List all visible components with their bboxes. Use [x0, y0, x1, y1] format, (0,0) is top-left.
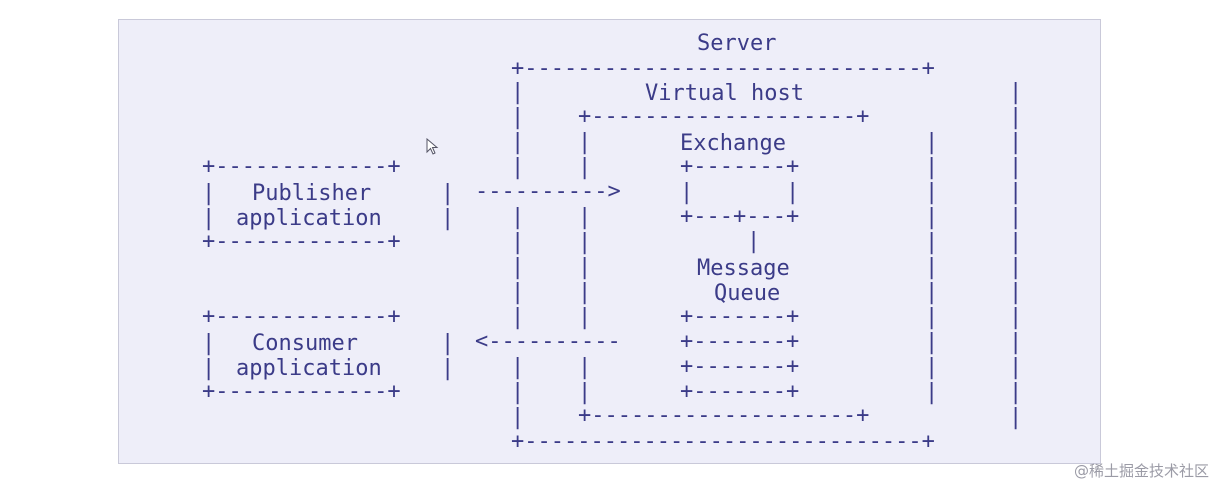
svg-text:|: |: [441, 356, 454, 381]
box-edge: |: [925, 230, 938, 255]
publisher-application-label: application: [236, 206, 382, 231]
publisher-label: Publisher: [252, 181, 371, 206]
virtual-host-label: Virtual host: [645, 81, 804, 106]
box-edge: |: [578, 255, 591, 280]
svg-text:+--------------------+: +--------------------+: [578, 403, 869, 428]
box-edge: |: [1009, 380, 1022, 405]
box-edge: |: [511, 80, 524, 105]
virtual-host-box-right-edge: |||||||||||: [925, 130, 938, 405]
svg-text:|: |: [202, 356, 215, 381]
box-edge: |: [1009, 405, 1022, 430]
box-edge: |: [578, 130, 591, 155]
svg-text:|: |: [441, 181, 454, 206]
svg-text:+-------------+: +-------------+: [202, 154, 401, 179]
box-edge: |: [511, 405, 524, 430]
mouse-cursor-icon: [426, 138, 439, 155]
svg-text:+-----------------------------: +------------------------------+: [511, 429, 935, 454]
svg-text:+-------+: +-------+: [680, 304, 799, 329]
box-edge: |: [1009, 230, 1022, 255]
svg-text:+--------------------+: +--------------------+: [578, 104, 869, 129]
exchange-box: +-------+ | | +---+---+ |: [680, 154, 799, 254]
box-edge: |: [578, 155, 591, 180]
svg-text:|: |: [202, 181, 215, 206]
svg-text:+-------+: +-------+: [680, 329, 799, 354]
box-edge: |: [925, 205, 938, 230]
box-edge: |: [578, 380, 591, 405]
box-edge: |: [925, 255, 938, 280]
consumer-label: Consumer: [252, 331, 358, 356]
svg-text:+-----------------------------: +------------------------------+: [511, 56, 935, 81]
svg-text:+-------+: +-------+: [680, 379, 799, 404]
box-edge: |: [1009, 205, 1022, 230]
svg-text:|: |: [747, 229, 760, 254]
svg-text:|: |: [202, 331, 215, 356]
box-edge: |: [1009, 305, 1022, 330]
box-edge: |: [1009, 280, 1022, 305]
box-edge: |: [1009, 155, 1022, 180]
publish-arrow: ---------->: [475, 179, 621, 204]
box-edge: |: [511, 380, 524, 405]
watermark: @稀土掘金技术社区: [1073, 462, 1209, 480]
svg-text:+-------+: +-------+: [680, 354, 799, 379]
svg-text:+-------------+: +-------------+: [202, 304, 401, 329]
message-label: Message: [697, 256, 790, 281]
server-box-left-edge: ||||||||||||: [511, 80, 524, 430]
svg-text:|: |: [441, 331, 454, 356]
box-edge: |: [578, 230, 591, 255]
diagram-panel: [118, 19, 1101, 464]
svg-text:|: |: [202, 206, 215, 231]
server-box: +------------------------------+ +------…: [511, 56, 935, 454]
box-edge: |: [511, 130, 524, 155]
box-edge: |: [1009, 80, 1022, 105]
svg-text:| |: | |: [680, 180, 799, 205]
svg-text:+---+---+: +---+---+: [680, 204, 799, 229]
box-edge: |: [511, 305, 524, 330]
box-edge: |: [511, 355, 524, 380]
box-edge: |: [925, 380, 938, 405]
svg-text:+-------+: +-------+: [680, 154, 799, 179]
server-label: Server: [697, 31, 776, 56]
box-edge: |: [511, 205, 524, 230]
svg-text:+-------------+: +-------------+: [202, 229, 401, 254]
box-edge: |: [578, 280, 591, 305]
message-queue-stack: +-------+ +-------+ +-------+ +-------+: [680, 304, 799, 404]
box-edge: |: [925, 280, 938, 305]
box-edge: |: [511, 280, 524, 305]
box-edge: |: [925, 155, 938, 180]
box-edge: |: [511, 155, 524, 180]
box-edge: |: [925, 180, 938, 205]
box-edge: |: [1009, 130, 1022, 155]
box-edge: |: [578, 305, 591, 330]
box-edge: |: [578, 355, 591, 380]
box-edge: |: [511, 230, 524, 255]
box-edge: |: [511, 105, 524, 130]
box-edge: |: [925, 330, 938, 355]
consumer-application-box: +-------------+ | | | | +-------------+: [202, 304, 454, 404]
consumer-application-label: application: [236, 356, 382, 381]
server-box-right-edge: ||||||||||||||: [1009, 80, 1022, 430]
box-edge: |: [1009, 355, 1022, 380]
virtual-host-box-left-edge: |||||||||: [578, 130, 591, 405]
virtual-host-box: +--------------------+ +----------------…: [578, 104, 869, 428]
box-edge: |: [1009, 180, 1022, 205]
box-edge: |: [1009, 105, 1022, 130]
box-edge: |: [1009, 330, 1022, 355]
box-edge: |: [578, 205, 591, 230]
queue-label: Queue: [714, 281, 780, 306]
box-edge: |: [925, 130, 938, 155]
svg-text:|: |: [441, 206, 454, 231]
box-edge: |: [925, 355, 938, 380]
box-edge: |: [511, 255, 524, 280]
box-edge: |: [1009, 255, 1022, 280]
exchange-label: Exchange: [680, 131, 786, 156]
box-edge: |: [925, 305, 938, 330]
svg-text:+-------------+: +-------------+: [202, 379, 401, 404]
consume-arrow: <----------: [475, 329, 621, 354]
publisher-application-box: +-------------+ | | | | +-------------+: [202, 154, 454, 254]
